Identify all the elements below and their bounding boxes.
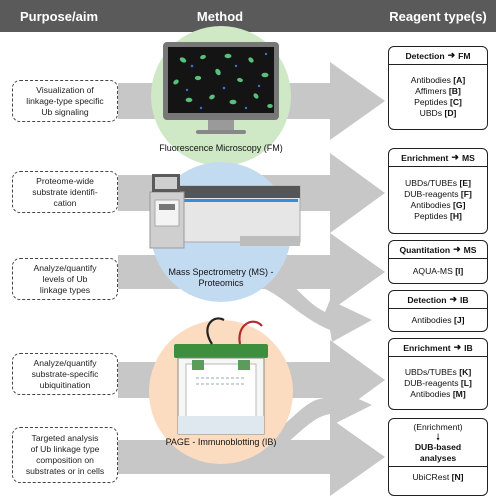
dub-analyses-title: DUB-based analyses: [389, 442, 487, 467]
reagent-title: Enrichment➜MS: [389, 149, 487, 167]
aim-box-2: Proteome-wide substrate identifi- cation: [12, 171, 118, 213]
reagent-item: Antibodies [J]: [411, 314, 465, 325]
reagent-item: Antibodies [A]: [410, 75, 466, 85]
title-end: FM: [458, 50, 471, 61]
method-label-ms: Mass Spectrometry (MS) - Proteomics: [168, 267, 274, 288]
title-start: Detection: [407, 294, 447, 305]
reagent-list: UBDs/TUBEs [K] DUB-reagents [L] Antibodi…: [389, 357, 487, 409]
aim-box-5: Targeted analysis of Ub linkage type com…: [12, 427, 118, 483]
reagent-item: DUB-reagents [F]: [404, 189, 472, 199]
reagent-item: UBDs/TUBEs [E]: [405, 178, 471, 188]
reagent-list: Antibodies [J]: [389, 309, 487, 331]
reagent-item: Antibodies [G]: [410, 200, 466, 210]
reagent-item: UBDs [D]: [419, 108, 457, 118]
title-start: Enrichment: [403, 342, 451, 353]
reagent-box-dub-analyses: (Enrichment) 🠗 DUB-based analyses UbiCRe…: [388, 418, 488, 496]
title-end: IB: [460, 294, 469, 305]
reagent-list: AQUA-MS [I]: [389, 259, 487, 283]
arrow-right-icon: ➜: [453, 342, 462, 352]
branch-arrow-ms: [255, 258, 372, 342]
aim-text-4: Analyze/quantify substrate-specific ubiq…: [31, 357, 99, 390]
title-end: MS: [461, 152, 475, 163]
mass-spectrometer-icon: [149, 174, 301, 249]
header-bar: [0, 0, 496, 32]
aim-text-5: Targeted analysis of Ub linkage type com…: [25, 433, 105, 476]
reagent-item: AQUA-MS [I]: [412, 265, 464, 276]
method-label-ib: PAGE - Immunoblotting (IB): [165, 437, 277, 447]
reagent-item: DUB-reagents [L]: [404, 377, 472, 388]
title-end: IB: [464, 342, 473, 353]
header-method: Method: [196, 8, 244, 24]
title-start: Detection: [405, 50, 445, 61]
aim-box-3: Analyze/quantify levels of Ub linkage ty…: [12, 258, 118, 300]
reagent-title: Enrichment➜IB: [389, 339, 487, 357]
gel-tank-icon: [174, 317, 268, 435]
reagent-box-enrichment-ms: Enrichment➜MS UBDs/TUBEs [E] DUB-reagent…: [388, 148, 488, 234]
reagent-item: Peptides [C]: [414, 97, 462, 107]
aim-text-2: Proteome-wide substrate identifi- cation: [32, 175, 98, 208]
reagent-title: Detection➜IB: [389, 291, 487, 309]
branch-arrow-ib: [255, 386, 372, 462]
reagent-list: UBDs/TUBEs [E] DUB-reagents [F] Antibodi…: [389, 167, 487, 233]
aim-box-4: Analyze/quantify substrate-specific ubiq…: [12, 353, 118, 395]
reagent-list: Antibodies [A] Affimers [B] Peptides [C]…: [389, 65, 487, 129]
aim-box-1: Visualization of linkage-type specific U…: [12, 80, 118, 122]
reagent-box-detection-fm: Detection➜FM Antibodies [A] Affimers [B]…: [388, 46, 488, 130]
arrow-right-icon: ➜: [447, 50, 456, 60]
header-purpose: Purpose/aim: [19, 8, 99, 24]
enrichment-note: (Enrichment): [413, 422, 463, 432]
arrow-right-icon: ➜: [451, 152, 459, 162]
monitor-icon: [163, 42, 279, 134]
title-start: Enrichment: [401, 152, 449, 163]
reagent-title: Quantitation➜MS: [389, 241, 487, 259]
reagent-item: Peptides [H]: [414, 211, 462, 221]
arrow-right-icon: ➜: [453, 244, 461, 254]
method-label-fm: Fluorescence Microscopy (FM): [159, 143, 283, 153]
reagent-item: Affimers [B]: [415, 86, 461, 96]
reagent-item: Antibodies [M]: [410, 388, 466, 399]
reagent-box-enrichment-ib: Enrichment➜IB UBDs/TUBEs [K] DUB-reagent…: [388, 338, 488, 410]
reagent-box-quantitation-ms: Quantitation➜MS AQUA-MS [I]: [388, 240, 488, 284]
reagent-title: Detection➜FM: [389, 47, 487, 65]
reagent-item: UBDs/TUBEs [K]: [404, 366, 472, 377]
title-start: Quantitation: [399, 244, 451, 255]
aim-text-3: Analyze/quantify levels of Ub linkage ty…: [33, 262, 97, 295]
arrow-down-icon: 🠗: [436, 432, 440, 442]
reagent-item: UbiCRest [N]: [412, 472, 464, 482]
arrow-right-icon: ➜: [449, 294, 458, 304]
header-reagents: Reagent type(s): [389, 8, 487, 24]
reagent-box-detection-ib: Detection➜IB Antibodies [J]: [388, 290, 488, 332]
aim-text-1: Visualization of linkage-type specific U…: [26, 84, 104, 117]
title-end: MS: [463, 244, 477, 255]
